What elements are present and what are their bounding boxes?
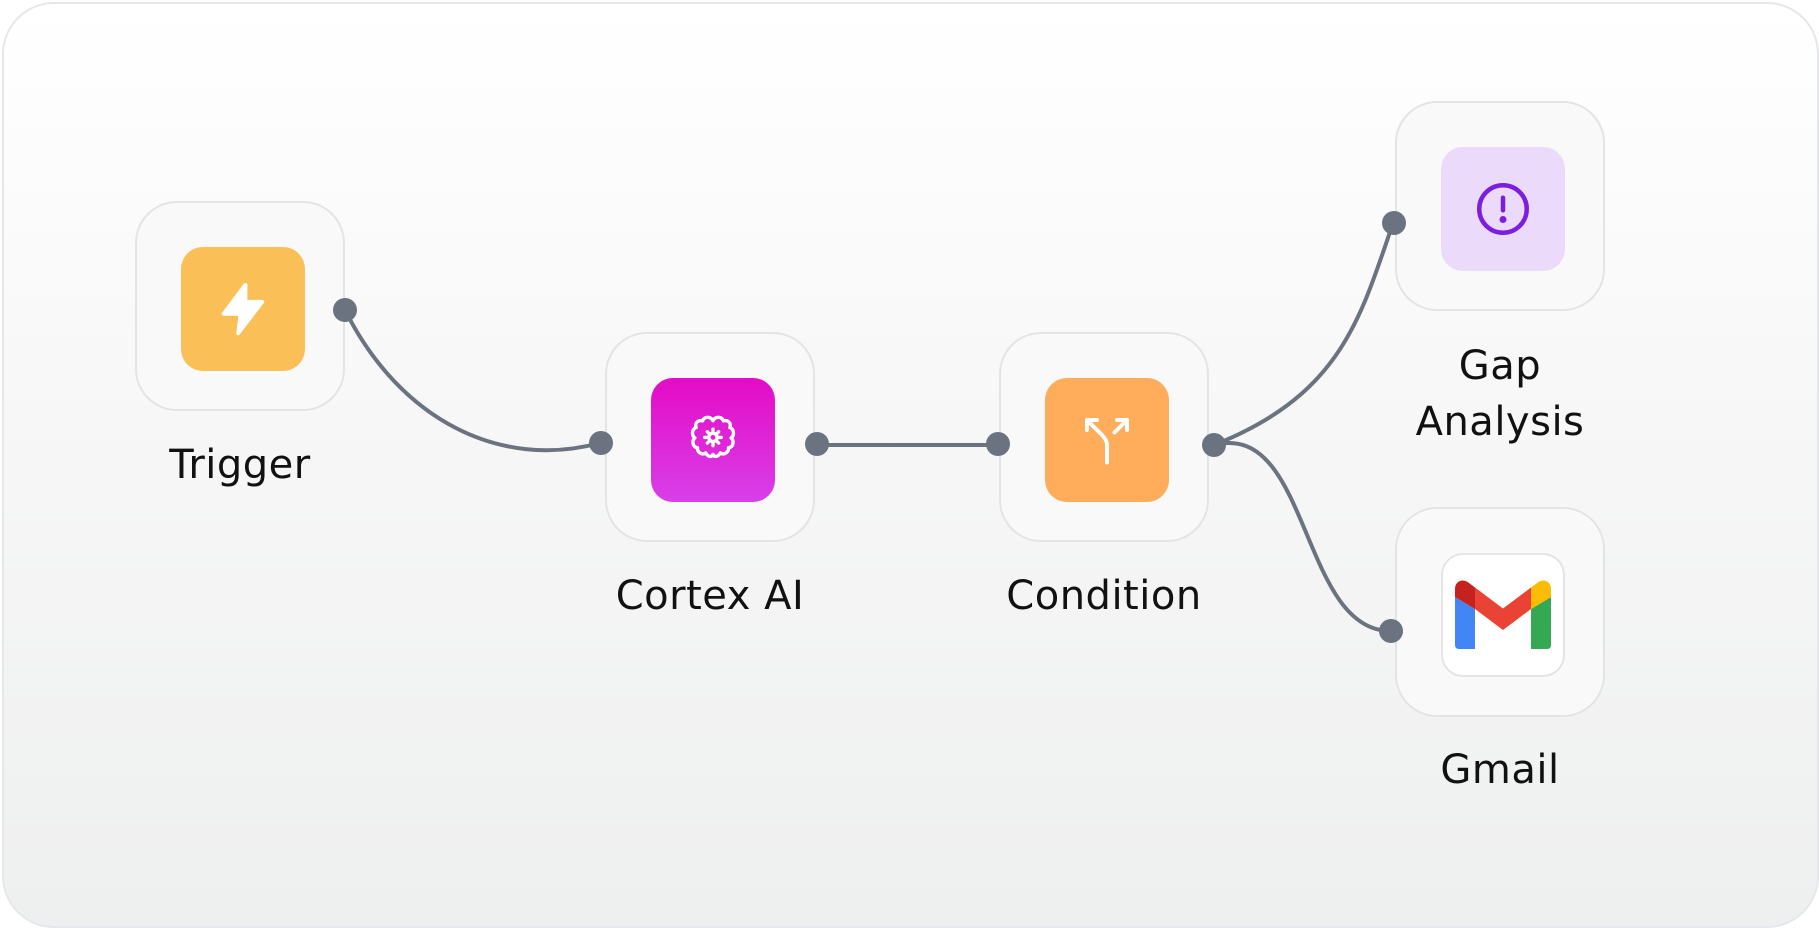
node-label-cortex-ai: Cortex AI <box>615 573 805 619</box>
edge-trigger-to-cortex <box>343 308 602 453</box>
condition-tile <box>1045 378 1169 502</box>
gap-analysis-tile <box>1441 147 1565 271</box>
node-gap-analysis[interactable] <box>1395 101 1605 311</box>
cortex-ai-tile <box>651 378 775 502</box>
node-trigger[interactable] <box>135 201 345 411</box>
cortex-ai-input-port[interactable] <box>589 431 613 455</box>
cortex-ai-output-port[interactable] <box>805 432 829 456</box>
node-cortex-ai[interactable] <box>605 332 815 542</box>
edge-condition-to-gap-analysis <box>1212 221 1395 447</box>
gap-analysis-input-port[interactable] <box>1382 211 1406 235</box>
condition-input-port[interactable] <box>986 432 1010 456</box>
trigger-tile <box>181 247 305 371</box>
brain-gear-icon <box>690 415 736 459</box>
node-label-condition: Condition <box>1006 573 1202 619</box>
lightning-bolt-icon <box>221 282 265 336</box>
alert-circle-icon <box>1477 183 1529 235</box>
gmail-input-port[interactable] <box>1379 619 1403 643</box>
node-condition[interactable] <box>999 332 1209 542</box>
node-label-trigger: Trigger <box>169 442 311 488</box>
trigger-output-port[interactable] <box>333 298 357 322</box>
split-arrows-icon <box>1085 418 1129 465</box>
gmail-tile <box>1441 553 1565 677</box>
node-label-gmail: Gmail <box>1440 747 1560 793</box>
gmail-logo-icon <box>1455 580 1551 649</box>
condition-output-port[interactable] <box>1202 433 1226 457</box>
edge-condition-to-gmail <box>1212 440 1392 633</box>
node-gmail[interactable] <box>1395 507 1605 717</box>
node-label-gap-analysis: Gap Analysis <box>1415 343 1585 445</box>
